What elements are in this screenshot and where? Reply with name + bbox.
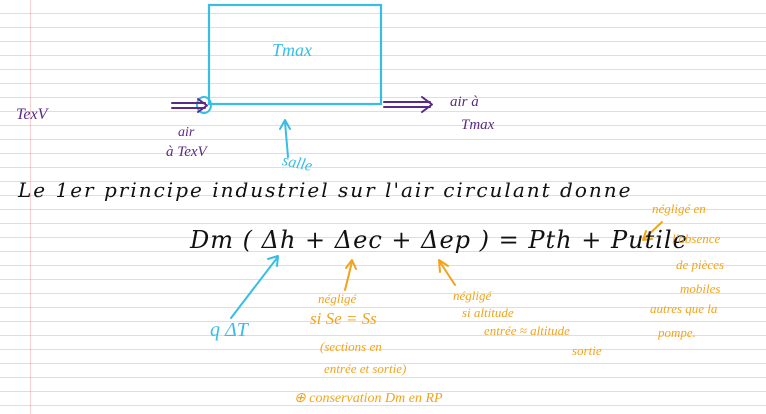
ec-annotation-line4: entrée et sortie) [324,361,407,376]
inlet-circle [196,96,212,114]
putile-pointer-arrow [642,221,663,241]
first-principle-statement: Le 1er principe industriel sur l'air cir… [18,178,633,202]
ep-annotation-line2: si altitude [462,305,514,320]
putile-annotation-line5: autres que la [650,301,718,316]
putile-annotation-line6: pompe. [658,325,696,340]
inlet-label-line2: à TexV [166,144,207,160]
ec-annotation-line2: si Se = Ss [310,309,377,328]
exterior-temperature-label: TexV [16,106,48,123]
ep-annotation-line3: entrée ≈ altitude [484,323,570,338]
mass-flow-conservation-note: ⊕ conservation Dm en RP [294,391,443,406]
outlet-label-line1: air à [450,94,479,110]
room-box [207,3,383,106]
room-pointer-arrow [279,119,291,158]
ec-annotation-line1: négligé [318,291,357,306]
ec-annotation-line3: (sections en [320,339,382,354]
putile-annotation-line4: mobiles [680,281,721,296]
inlet-label-line1: air [178,125,195,140]
ep-pointer-arrow [438,259,456,286]
inlet-arrow [171,98,208,113]
ep-annotation-line4: sortie [572,343,602,358]
energy-balance-equation: Dm ( Δh + Δec + Δep ) = Pth + Putile [190,226,688,254]
dh-pointer-arrow [230,255,279,319]
outlet-label-line2: Tmax [461,117,495,133]
putile-annotation-line2: l'absence [672,231,721,246]
dh-annotation: q ΔT [210,319,248,341]
room-temperature-label: Tmax [272,40,312,60]
ep-annotation-line1: négligé [453,288,492,303]
putile-annotation-line1: négligé en [652,201,706,216]
putile-annotation-line3: de pièces [676,257,725,272]
outlet-arrow [383,96,433,113]
ec-pointer-arrow [344,259,357,291]
